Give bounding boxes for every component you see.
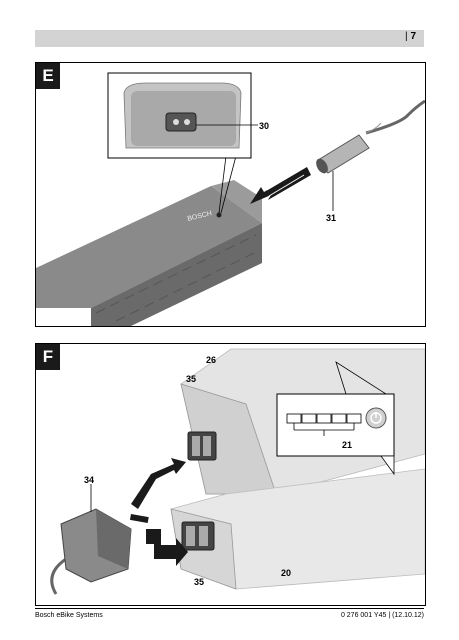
header-bar: 7 [35,30,424,47]
arrow-to-bottom-battery [146,529,188,566]
page-number: 7 [405,31,416,42]
arrow-to-top-battery [131,458,186,509]
callout-20: 20 [281,568,292,578]
callout-34: 34 [84,475,95,485]
battery-socket [216,212,222,218]
insert-arrow [250,167,311,204]
charge-led-indicator [286,413,362,436]
footer-rule [35,608,424,609]
panel-e: E BOSCH 30 31 [35,62,426,327]
panel-f-letter: F [36,344,60,370]
panel-f: F [35,343,426,606]
charging-socket [165,112,197,132]
battery-connection-illustration [50,348,425,595]
footer-document-id: 0 276 001 Y45 | (12.10.12) [340,612,424,619]
callout-35-bottom: 35 [194,577,205,587]
callout-35-top: 35 [186,374,197,384]
battery-body-front [91,223,262,326]
charging-illustration: BOSCH [36,72,425,326]
battery-body-top [36,186,262,308]
callout-26: 26 [206,355,217,365]
charger-cable [365,99,425,135]
callout-31: 31 [326,213,337,223]
callout-21: 21 [342,440,353,450]
footer-publisher: Bosch eBike Systems [35,612,103,619]
panel-e-letter: E [36,63,60,89]
battery-cap [211,180,262,223]
callout-30: 30 [259,121,270,131]
